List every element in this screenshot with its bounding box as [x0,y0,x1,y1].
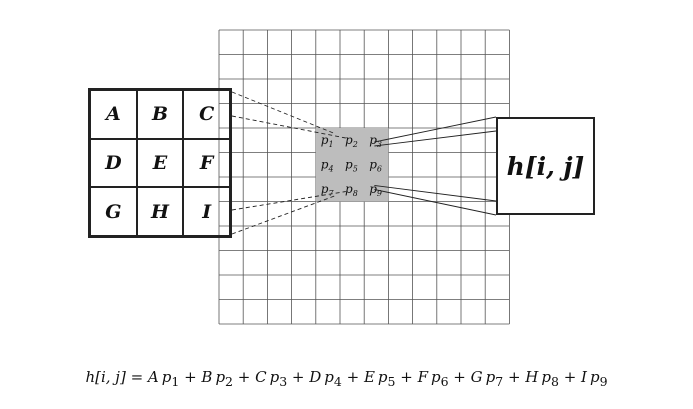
formula-subscript: 6 [440,374,449,389]
kernel-cell: F [183,138,230,188]
formula-subscript: 2 [225,374,233,389]
kernel-cell: G [90,187,137,236]
output-label: h[i, j] [506,151,585,181]
patch-cell-subscript: 2 [352,140,358,149]
kernel-cell: D [90,138,137,188]
kernel-grid: A B C D E F G H I [88,88,232,238]
patch-cell-subscript: 9 [377,189,382,198]
formula-subscript: 4 [333,374,342,389]
patch-cell-subscript: 1 [328,140,333,149]
formula-term: G p7 [470,368,504,389]
patch-cell-subscript: 4 [327,165,333,174]
patch-shading [315,128,389,202]
formula-subscript: 9 [599,374,608,389]
patch-cell-subscript: 5 [353,165,358,174]
formula-subscript: 5 [387,374,396,389]
formula-term: E p5 [363,368,396,389]
kernel-connector-line [231,115,346,139]
formula-subscript: 8 [550,374,559,389]
kernel-cell: E [136,138,184,188]
formula-term: H p8 [525,368,559,389]
output-connector-line [374,116,497,143]
kernel-connector-line [231,91,336,135]
formula-term: B p2 [201,368,233,389]
kernel-cell: B [136,90,184,139]
kernel-cell: H [136,187,184,236]
kernel-cell: I [183,187,230,236]
formula-subscript: 1 [171,374,180,389]
image-patch: p1p2p3p4p5p6p7p8p9 [315,128,389,202]
connector-lines [231,91,497,235]
formula-term: D p4 [309,368,342,389]
convolution-formula: h[i, j] = A p1 + B p2 + C p3 + D p4 + E … [85,368,608,389]
patch-cell-subscript: 6 [377,165,382,174]
formula-lhs: h[i, j] [85,368,126,386]
kernel-connector-line [231,195,336,235]
formula-term: C p3 [255,368,288,389]
output-connector-line [374,130,497,147]
formula-subscript: 7 [495,374,504,389]
formula-term: F p6 [417,368,449,389]
formula-term: A p1 [147,368,180,389]
patch-cell-subscript: 3 [377,140,382,149]
output-box: h[i, j] [496,117,595,215]
output-connector-line [374,185,497,202]
formula-term: I p9 [581,368,608,389]
kernel-connector-line [231,191,346,211]
formula-subscript: 3 [279,374,288,389]
output-connector-line [374,189,497,216]
kernel-cell: C [183,90,230,139]
kernel-cell: A [90,90,137,139]
patch-cell-subscript: 8 [353,189,358,198]
